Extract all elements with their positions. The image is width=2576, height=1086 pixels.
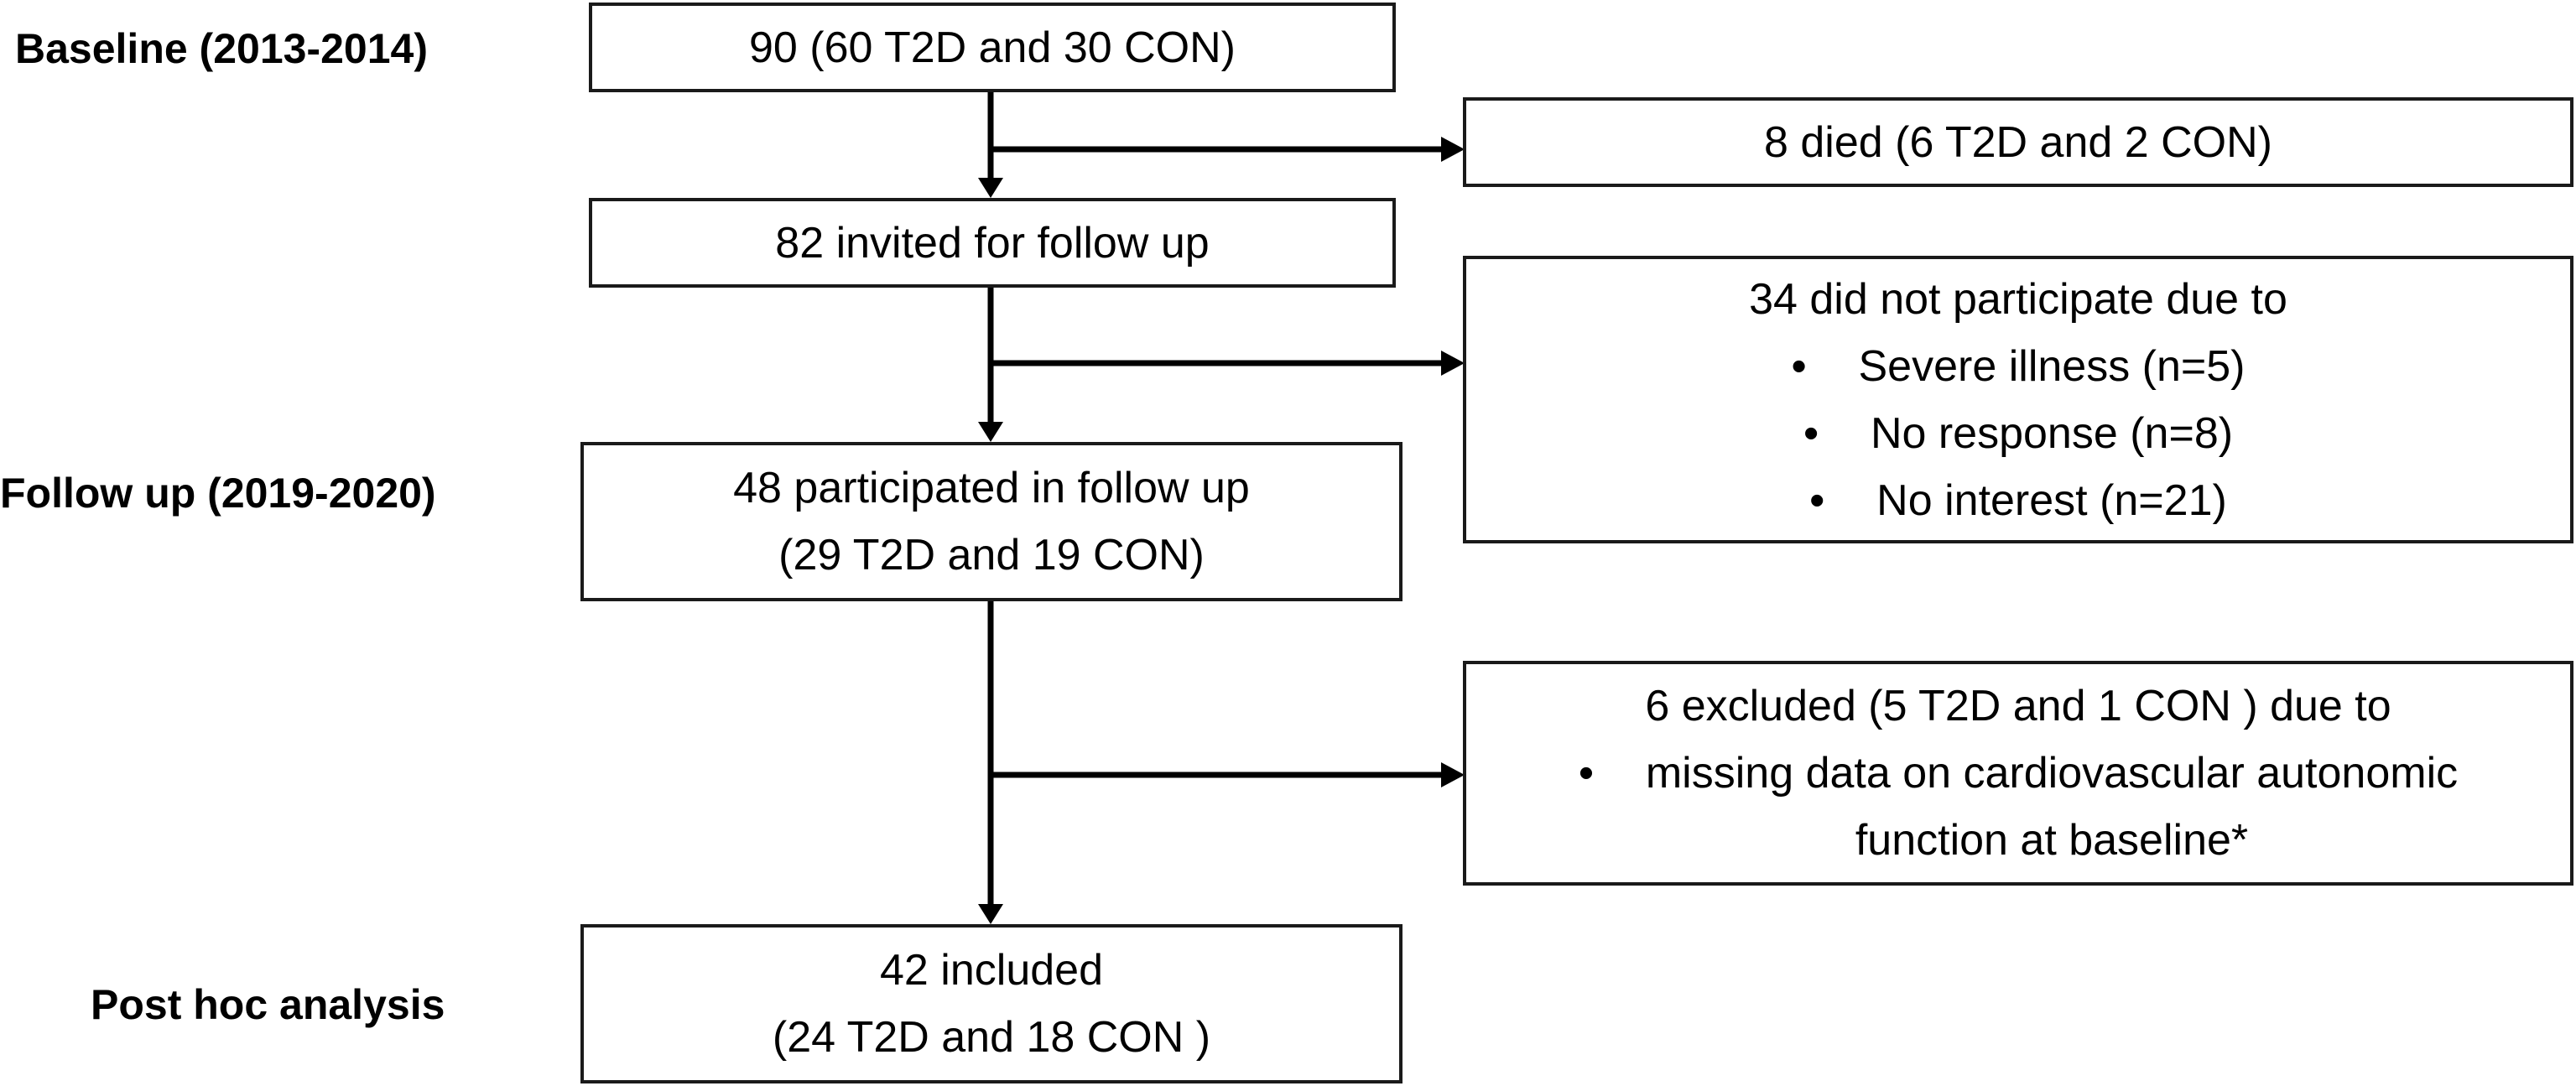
list-item: • No response (n=8) (1803, 400, 2233, 467)
arrowhead-included (978, 904, 1003, 924)
reason-no-interest: No interest (n=21) (1876, 475, 2227, 525)
excluded-reason-line-1: missing data on cardiovascular autonomic (1645, 749, 2459, 798)
not-participate-heading: 34 did not participate due to (1749, 274, 2287, 324)
invited-text: 82 invited for follow up (775, 218, 1210, 268)
participated-line-1: 48 participated in follow up (733, 464, 1250, 512)
included-line-1: 42 included (880, 946, 1103, 995)
stage-label-post-hoc: Post hoc analysis (91, 981, 445, 1028)
excluded-reason-line-2: function at baseline* (1855, 816, 2249, 865)
bullet-dot: • (1803, 408, 1819, 458)
list-item: • Severe illness (n=5) (1792, 333, 2246, 400)
box-invited: 82 invited for follow up (589, 198, 1396, 288)
arrowhead-not-participate (1441, 351, 1465, 376)
included-line-2: (24 T2D and 18 CON ) (772, 1013, 1211, 1062)
not-participate-reasons: • Severe illness (n=5) • No response (n=… (1792, 333, 2246, 534)
excluded-heading: 6 excluded (5 T2D and 1 CON ) due to (1645, 682, 2391, 730)
box-participated: 48 participated in follow up (29 T2D and… (580, 442, 1402, 601)
bullet-dot: • (1809, 475, 1825, 525)
bullet-dot: • (1791, 341, 1807, 391)
list-item: • No interest (n=21) (1809, 467, 2227, 534)
stage-label-baseline: Baseline (2013-2014) (15, 25, 428, 72)
box-included: 42 included (24 T2D and 18 CON ) (580, 924, 1402, 1083)
box-died: 8 died (6 T2D and 2 CON) (1463, 97, 2573, 187)
baseline-count-text: 90 (60 T2D and 30 CON) (749, 23, 1236, 72)
reason-severe-illness: Severe illness (n=5) (1858, 341, 2246, 391)
stage-label-follow-up: Follow up (2019-2020) (0, 470, 436, 517)
arrowhead-died (1441, 137, 1465, 162)
participated-line-2: (29 T2D and 19 CON) (778, 531, 1205, 579)
arrowhead-participated (978, 422, 1003, 442)
reason-no-response: No response (n=8) (1870, 408, 2234, 458)
arrowhead-invited (978, 178, 1003, 198)
list-item: • missing data on cardiovascular autonom… (1579, 740, 2458, 874)
arrowhead-excluded (1441, 762, 1465, 787)
died-text: 8 died (6 T2D and 2 CON) (1764, 117, 2272, 167)
box-baseline-count: 90 (60 T2D and 30 CON) (589, 3, 1396, 92)
box-not-participate: 34 did not participate due to • Severe i… (1463, 256, 2573, 543)
excluded-reason: missing data on cardiovascular autonomic… (1646, 740, 2458, 874)
bullet-dot: • (1578, 749, 1595, 798)
box-excluded: 6 excluded (5 T2D and 1 CON ) due to • m… (1463, 661, 2573, 886)
